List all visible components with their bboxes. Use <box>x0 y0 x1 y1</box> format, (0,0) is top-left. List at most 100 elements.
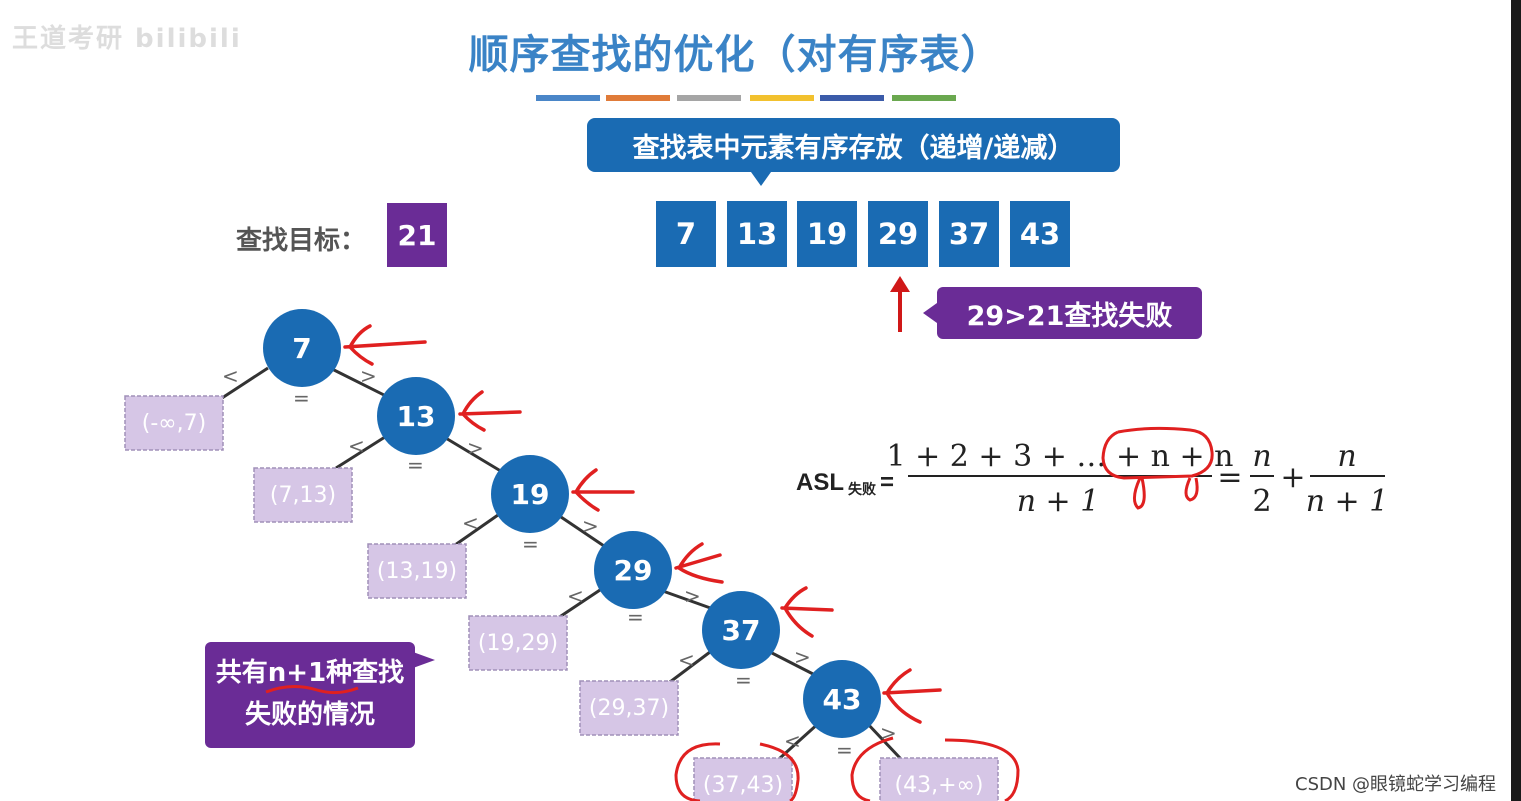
tree-leaf: (43,+∞) <box>879 757 999 801</box>
tree-leaf: (13,19) <box>367 543 467 599</box>
tree-edge <box>221 366 269 400</box>
formula-plus: + <box>1280 460 1305 495</box>
cmp-equal: = <box>522 532 539 556</box>
tree-edge <box>335 435 386 470</box>
term1-numerator: n <box>1252 439 1271 474</box>
cmp-less: < <box>222 364 239 388</box>
annotation-arrows <box>343 324 942 724</box>
tree-edge <box>659 588 717 612</box>
tree-edges <box>221 366 902 760</box>
annotation-squiggle <box>1133 477 1146 510</box>
cmp-equal: = <box>627 605 644 629</box>
cmp-equal: = <box>836 738 853 762</box>
svg-text:29: 29 <box>614 554 653 587</box>
tree-node: 13 <box>377 377 455 455</box>
tree-leaf: (7,13) <box>253 467 353 523</box>
asl-formula: ASL 失败 = 1 + 2 + 3 + … + n + n n + 1 = n… <box>796 439 1388 519</box>
search-target-value: 21 <box>387 203 447 267</box>
term2-numerator: n <box>1337 439 1356 474</box>
svg-text:(37,43): (37,43) <box>703 773 783 798</box>
annotation-circle <box>1101 426 1214 480</box>
annotation-arrow-icon <box>780 586 834 638</box>
svg-text:(19,29): (19,29) <box>478 631 558 656</box>
search-target-label: 查找目标： <box>236 226 367 256</box>
cmp-greater: > <box>684 584 701 608</box>
right-edge-strip <box>1511 0 1521 801</box>
formula-annotation <box>1101 426 1214 510</box>
tree-node: 43 <box>803 660 881 738</box>
svg-text:(43,+∞): (43,+∞) <box>895 773 984 798</box>
array-cell: 7 <box>656 201 716 267</box>
cmp-greater: > <box>582 514 599 538</box>
annotation-arrow-icon <box>882 668 942 724</box>
pointer-arrow-icon <box>890 276 910 332</box>
annotation-arrow-icon <box>343 324 427 366</box>
title-stripe-5 <box>820 95 884 101</box>
svg-text:13: 13 <box>397 400 436 433</box>
formula-equals: = <box>1217 460 1242 495</box>
cmp-less: < <box>784 729 801 753</box>
cmp-equal: = <box>407 453 424 477</box>
formula-numerator: 1 + 2 + 3 + … + n + n <box>887 439 1234 474</box>
annotation-arrow-icon <box>674 542 724 584</box>
annotation-circle <box>850 736 1020 801</box>
tree-edge <box>669 650 711 684</box>
tree-edge <box>557 588 601 620</box>
annotation-circles <box>674 736 1020 801</box>
tree-leaf: (-∞,7) <box>124 395 224 451</box>
watermark-logo: 王道考研 bilibili <box>12 24 242 54</box>
asl-equals: = <box>880 469 894 496</box>
tree-edge <box>778 720 822 760</box>
cmp-equal: = <box>293 386 310 410</box>
cmp-less: < <box>348 434 365 458</box>
cmp-less: < <box>567 584 584 608</box>
comparator-marks: < = > < = > < = > < = > < = > < = > <box>222 364 897 762</box>
svg-text:43: 43 <box>823 683 862 716</box>
tree-node: 19 <box>491 455 569 533</box>
failure-leaves: (-∞,7) (7,13) (13,19) (19,29) (29,37) (3… <box>124 395 999 801</box>
annotation-arrow-icon <box>571 468 635 512</box>
tree-edge <box>454 513 499 547</box>
cmp-greater: > <box>794 645 811 669</box>
array-cell: 19 <box>797 201 857 267</box>
tree-edge <box>769 650 816 677</box>
asl-subscript: 失败 <box>848 481 877 497</box>
sorted-storage-callout: 查找表中元素有序存放（递增/递减） <box>587 118 1120 186</box>
svg-text:(-∞,7): (-∞,7) <box>142 411 206 436</box>
asl-label: ASL <box>796 469 844 496</box>
annotation-circle <box>674 742 800 801</box>
footer-credit: CSDN @眼镜蛇学习编程 <box>1295 774 1497 795</box>
formula-denominator: n + 1 <box>1017 484 1100 519</box>
array-cell: 43 <box>1010 201 1070 267</box>
array-cell: 29 <box>868 201 928 267</box>
svg-text:(29,37): (29,37) <box>589 696 669 721</box>
cmp-greater: > <box>360 364 377 388</box>
fail-note-callout: 29>21查找失败 <box>923 287 1202 339</box>
term1-denominator: 2 <box>1252 484 1271 519</box>
tree-node: 29 <box>594 531 672 609</box>
annotation-arrow-icon <box>458 390 522 432</box>
title-stripe-6 <box>892 95 956 101</box>
cmp-less: < <box>462 511 479 535</box>
title-stripe-1 <box>536 95 600 101</box>
term2-denominator: n + 1 <box>1306 484 1389 519</box>
tree-edge <box>329 366 391 400</box>
svg-text:(7,13): (7,13) <box>270 483 336 508</box>
underline-annotation <box>265 685 359 695</box>
slide-title: 顺序查找的优化（对有序表） <box>468 32 1002 78</box>
tree-node: 37 <box>702 591 780 669</box>
failure-cases-line2: 失败的情况 <box>244 700 375 730</box>
title-stripe-4 <box>750 95 814 101</box>
svg-text:7: 7 <box>292 332 311 365</box>
svg-text:(13,19): (13,19) <box>377 559 457 584</box>
array-cell: 13 <box>727 201 787 267</box>
title-stripe-3 <box>677 95 741 101</box>
array-cell: 37 <box>939 201 999 267</box>
tree-leaf: (19,29) <box>468 615 568 671</box>
tree-node: 7 <box>263 309 341 387</box>
failure-cases-line1: 共有n+1种查找 <box>215 658 405 688</box>
svg-text:19: 19 <box>511 478 550 511</box>
annotation-squiggle <box>1184 477 1199 502</box>
failure-cases-callout: 共有n+1种查找 失败的情况 <box>205 642 435 748</box>
